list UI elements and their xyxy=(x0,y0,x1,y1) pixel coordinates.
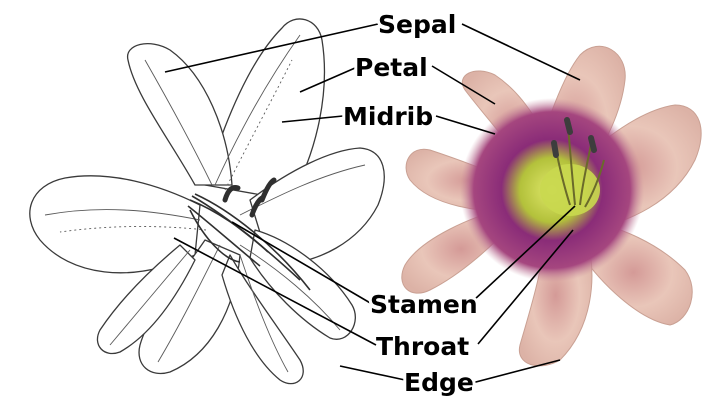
label-throat: Throat xyxy=(376,332,469,361)
flower-sketch xyxy=(30,19,384,384)
label-stamen: Stamen xyxy=(370,290,478,319)
midrib-leader-right xyxy=(436,116,495,134)
photo-throat xyxy=(540,164,600,216)
label-edge: Edge xyxy=(404,368,474,397)
label-petal: Petal xyxy=(355,53,428,82)
edge-leader-left xyxy=(340,366,405,380)
label-midrib: Midrib xyxy=(343,102,433,131)
label-sepal: Sepal xyxy=(378,10,456,39)
edge-leader-right xyxy=(472,360,560,383)
